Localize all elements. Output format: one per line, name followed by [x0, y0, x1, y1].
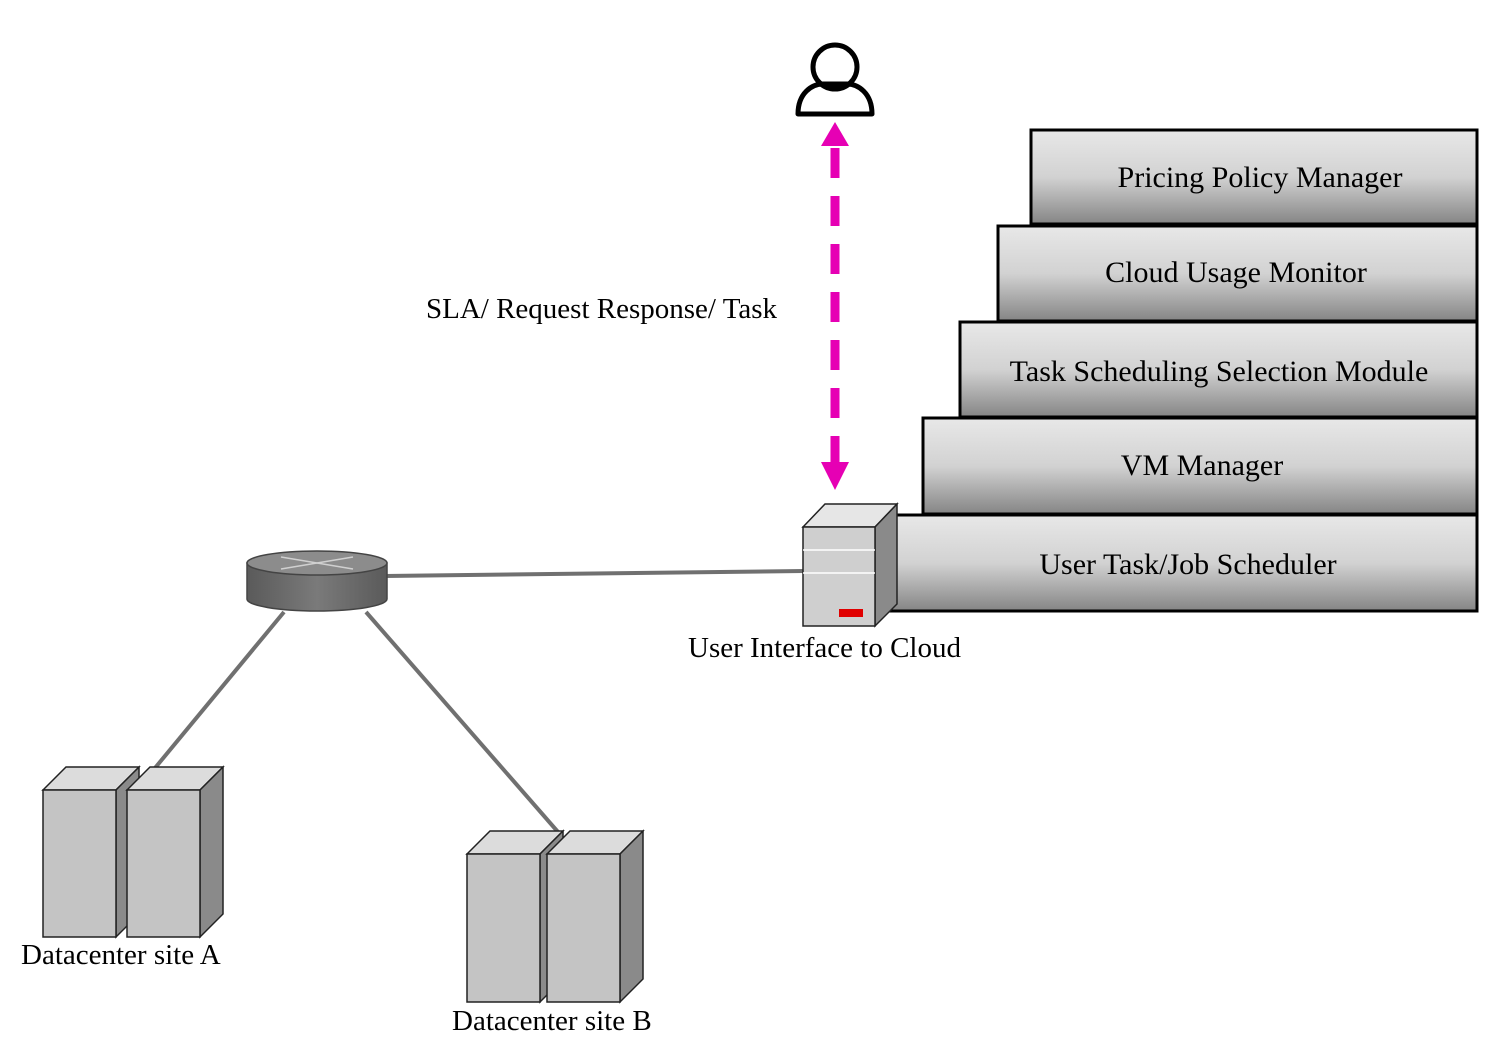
link-router-interface [384, 569, 805, 578]
layer-label-task-selection: Task Scheduling Selection Module [1009, 355, 1429, 388]
layer-user-task-scheduler [878, 513, 1479, 613]
link-router-site-b [364, 610, 560, 834]
network-links [153, 569, 805, 834]
layer-label-pricing: Pricing Policy Manager [1117, 161, 1403, 194]
request-response-arrow [821, 122, 849, 490]
router-icon [246, 550, 388, 612]
layer-label-scheduler: User Task/Job Scheduler [1039, 548, 1337, 581]
layer-stack [878, 128, 1479, 613]
site-b-label: Datacenter site B [452, 1005, 652, 1037]
layer-pricing-policy-manager [1029, 128, 1479, 226]
arrowhead-up [821, 122, 849, 146]
user-icon [795, 42, 875, 117]
interface-label: User Interface to Cloud [688, 632, 961, 664]
server-icon [801, 502, 899, 628]
server-rack-icon-site-b [465, 829, 645, 1004]
site-a-label: Datacenter site A [21, 939, 221, 971]
link-router-site-a [153, 610, 286, 770]
layer-vm-manager [921, 416, 1479, 516]
layer-cloud-usage-monitor [996, 224, 1479, 323]
server-rack-icon-site-a [41, 765, 225, 939]
status-indicator [839, 609, 863, 617]
layer-task-scheduling-selection [958, 320, 1479, 419]
arrowhead-down [821, 462, 849, 490]
arrow-label: SLA/ Request Response/ Task [426, 293, 778, 325]
layer-label-vm: VM Manager [1120, 449, 1284, 482]
layer-label-usage: Cloud Usage Monitor [1105, 256, 1367, 289]
